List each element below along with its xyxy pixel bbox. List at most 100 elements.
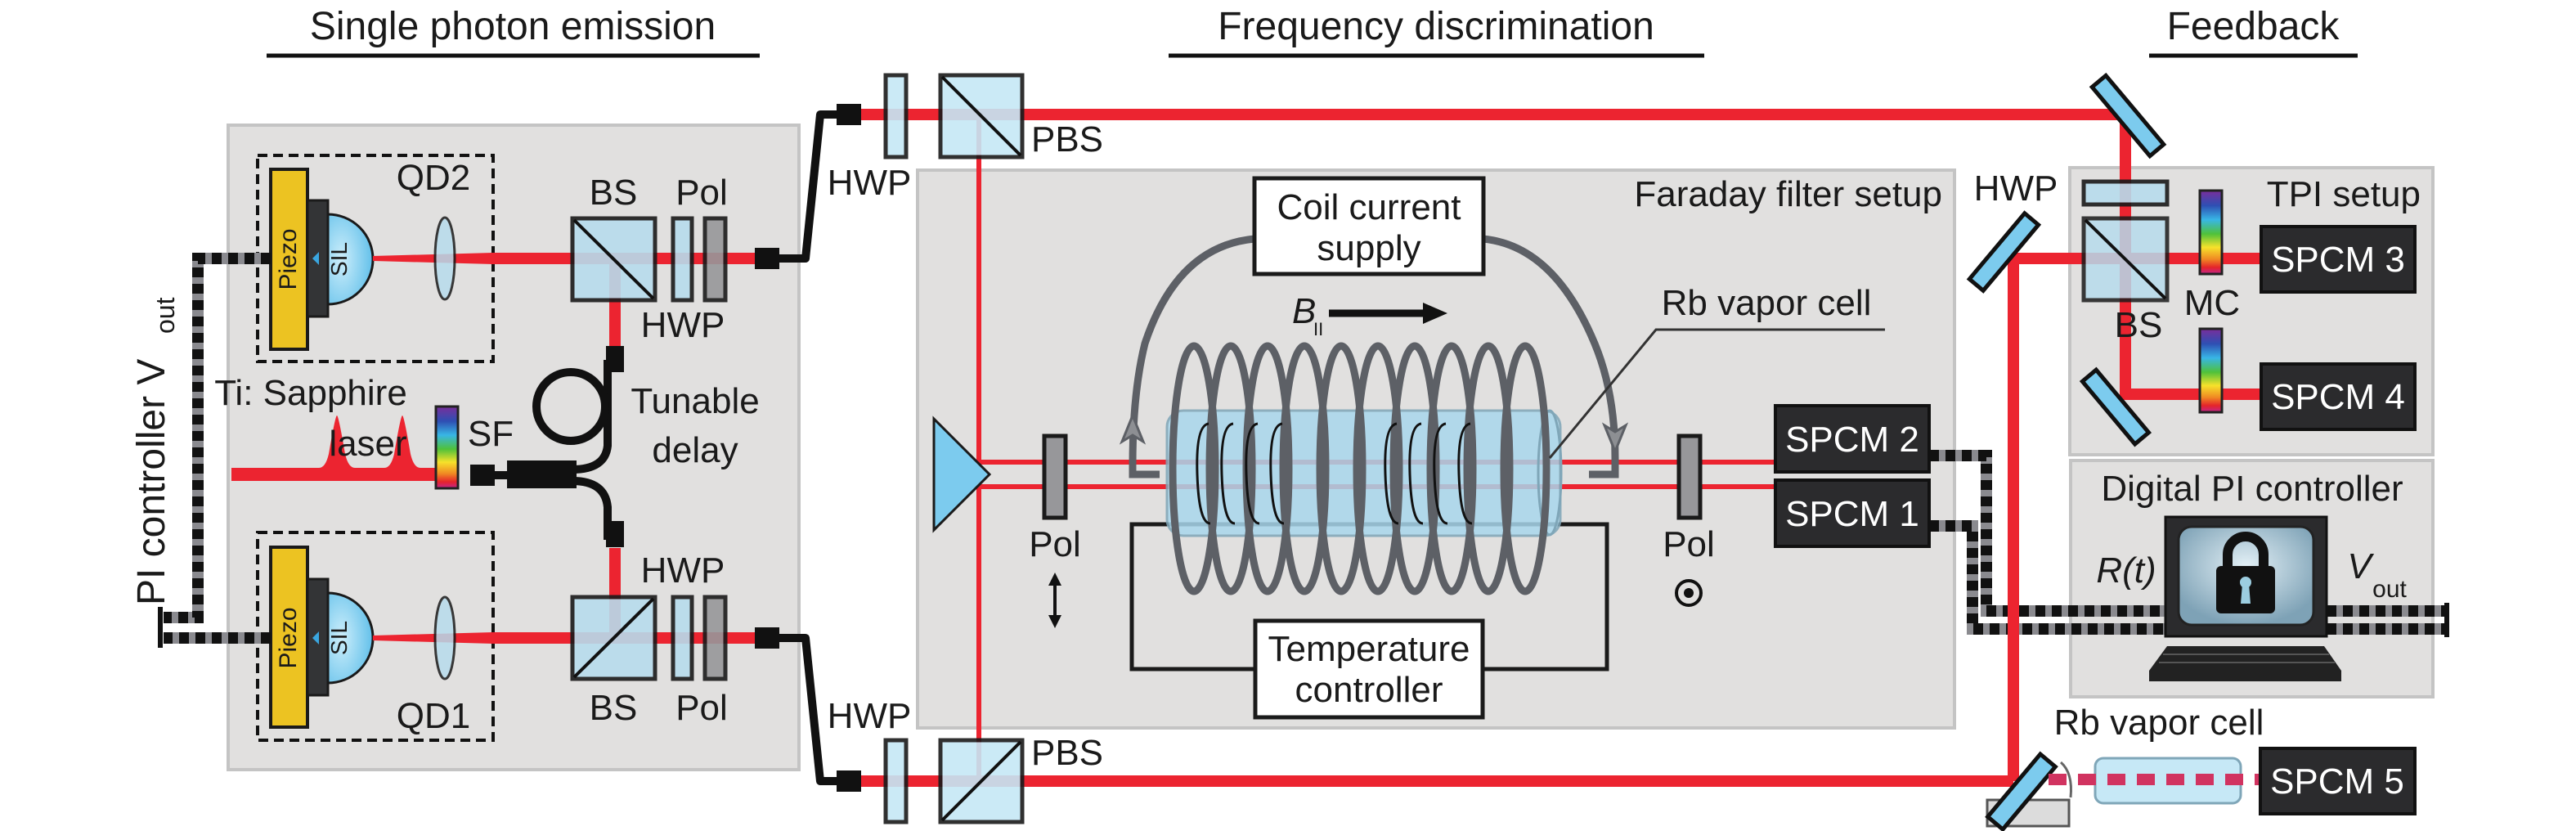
field-line bbox=[1245, 422, 1260, 525]
field-line bbox=[1220, 422, 1236, 525]
rb-cell-pointer: Rb vapor cell bbox=[1548, 283, 1885, 459]
sf-label: SF bbox=[468, 414, 514, 454]
field-line bbox=[1408, 422, 1424, 525]
delay-label-line1: Tunable bbox=[631, 381, 759, 421]
hwp-bottom bbox=[883, 738, 909, 824]
spcm-1-label: SPCM 1 bbox=[1785, 494, 1919, 534]
hwp-label: HWP bbox=[828, 163, 912, 203]
padlock-icon bbox=[2216, 532, 2275, 613]
laser-label-line2: laser bbox=[329, 424, 406, 464]
coil-current-supply bbox=[1252, 176, 1486, 276]
coil-loop bbox=[1169, 342, 1219, 595]
coil-loop bbox=[1389, 342, 1440, 595]
coil-loop bbox=[1500, 342, 1551, 595]
temperature-label-line2: controller bbox=[1295, 670, 1443, 710]
b-field-text: B bbox=[1292, 291, 1316, 331]
mirror-tpi bbox=[2079, 366, 2152, 447]
coil-loop bbox=[1463, 342, 1514, 595]
magnetic-field-label: B II bbox=[1292, 291, 1447, 339]
spectral-filter bbox=[434, 405, 460, 490]
delay-label-line2: delay bbox=[652, 430, 738, 470]
field-line bbox=[1269, 422, 1285, 525]
v-out-label: V bbox=[2347, 546, 2374, 586]
b-field-sub: II bbox=[1313, 319, 1323, 339]
pol-label: Pol bbox=[1663, 524, 1715, 564]
header-text: Single photon emission bbox=[310, 5, 716, 48]
coil-loop bbox=[1279, 342, 1330, 595]
hwp-label: HWP bbox=[641, 305, 725, 345]
ti-sapphire-laser: Ti: Sapphire laser bbox=[214, 373, 438, 481]
fiber-connector bbox=[837, 104, 861, 125]
monochromator-2 bbox=[2198, 327, 2224, 414]
field-line bbox=[1384, 422, 1399, 525]
field-line bbox=[1457, 422, 1473, 525]
hwp-bottom-left bbox=[671, 595, 694, 681]
piezo-label: Piezo bbox=[275, 228, 302, 290]
tunable-delay-fiber: Tunable delay bbox=[470, 346, 760, 547]
lens bbox=[433, 216, 456, 301]
temperature-controller bbox=[1253, 618, 1485, 720]
temperature-label-line1: Temperature bbox=[1268, 629, 1470, 669]
spcm-2-label: SPCM 2 bbox=[1785, 420, 1919, 460]
bs-label: BS bbox=[590, 173, 638, 213]
coil-label-line1: Coil current bbox=[1277, 187, 1461, 227]
lens bbox=[433, 595, 456, 681]
qd2-label: QD2 bbox=[397, 158, 470, 198]
sil-label: SIL bbox=[326, 621, 352, 655]
hwp-label: HWP bbox=[1974, 168, 2058, 209]
coil-loop bbox=[1426, 342, 1477, 595]
qd1-source: Piezo SIL QD1 bbox=[256, 531, 495, 742]
hwp-label: HWP bbox=[641, 550, 725, 591]
hwp-tpi bbox=[2081, 179, 2170, 207]
fiber-connector bbox=[755, 248, 779, 269]
mirror-top bbox=[2089, 72, 2167, 159]
r-t-label: R(t) bbox=[2096, 550, 2156, 591]
section-header-single-photon-emission: Single photon emission bbox=[267, 5, 760, 58]
spcm-signal-cables bbox=[1929, 450, 2165, 635]
laser-label-line1: Ti: Sapphire bbox=[214, 373, 407, 413]
hwp-top-left bbox=[671, 216, 694, 303]
spcm-1 bbox=[1774, 478, 1931, 548]
vertical-polarization-arrow bbox=[1048, 573, 1061, 628]
coil-loop bbox=[1316, 342, 1367, 595]
out-of-plane-polarization-icon bbox=[1675, 579, 1703, 607]
field-line bbox=[1196, 422, 1211, 525]
spcm-4 bbox=[2260, 362, 2417, 431]
piezo-label: Piezo bbox=[275, 607, 302, 668]
field-line bbox=[1433, 422, 1448, 525]
sil-lens bbox=[326, 591, 375, 685]
coil-loop bbox=[1353, 342, 1403, 595]
spcm-2 bbox=[1774, 404, 1931, 474]
fiber-connector bbox=[755, 627, 779, 649]
spcm-3 bbox=[2260, 225, 2417, 294]
pi-controller-text: PI controller V bbox=[130, 359, 173, 605]
v-out-sub: out bbox=[2372, 576, 2407, 603]
faraday-title: Faraday filter setup bbox=[1634, 174, 1942, 214]
pol-label: Pol bbox=[675, 173, 728, 213]
pbs-label: PBS bbox=[1031, 733, 1103, 773]
mirror-hwp bbox=[1966, 210, 2042, 294]
sil-label: SIL bbox=[326, 242, 352, 276]
polarizer-bottom bbox=[702, 595, 728, 681]
computer-icon bbox=[2149, 515, 2341, 681]
flip-mirror bbox=[1985, 751, 2072, 831]
hwp-label: HWP bbox=[828, 696, 912, 736]
section-header-feedback: Feedback bbox=[2149, 5, 2358, 58]
section-header-frequency-discrimination: Frequency discrimination bbox=[1169, 5, 1704, 58]
coil-loop bbox=[1205, 342, 1256, 595]
pol-label: Pol bbox=[1029, 524, 1081, 564]
digital-pi-title: Digital PI controller bbox=[2101, 469, 2403, 509]
polarizer-top bbox=[702, 216, 728, 303]
rb-cell-label: Rb vapor cell bbox=[1662, 283, 1872, 323]
mc-label: MC bbox=[2184, 283, 2240, 323]
fiber-connector bbox=[837, 770, 861, 792]
pi-controller-sub: out bbox=[150, 297, 180, 334]
header-text: Feedback bbox=[2167, 5, 2340, 48]
pi-controller-vout-label: PI controller V out bbox=[130, 297, 180, 605]
pi-output-cables bbox=[2327, 603, 2449, 637]
pol-label: Pol bbox=[675, 688, 728, 728]
b-field-arrow-icon bbox=[1423, 303, 1447, 324]
bs-label: BS bbox=[590, 688, 638, 728]
monochromator-1 bbox=[2198, 189, 2224, 276]
spcm-5 bbox=[2259, 747, 2417, 815]
